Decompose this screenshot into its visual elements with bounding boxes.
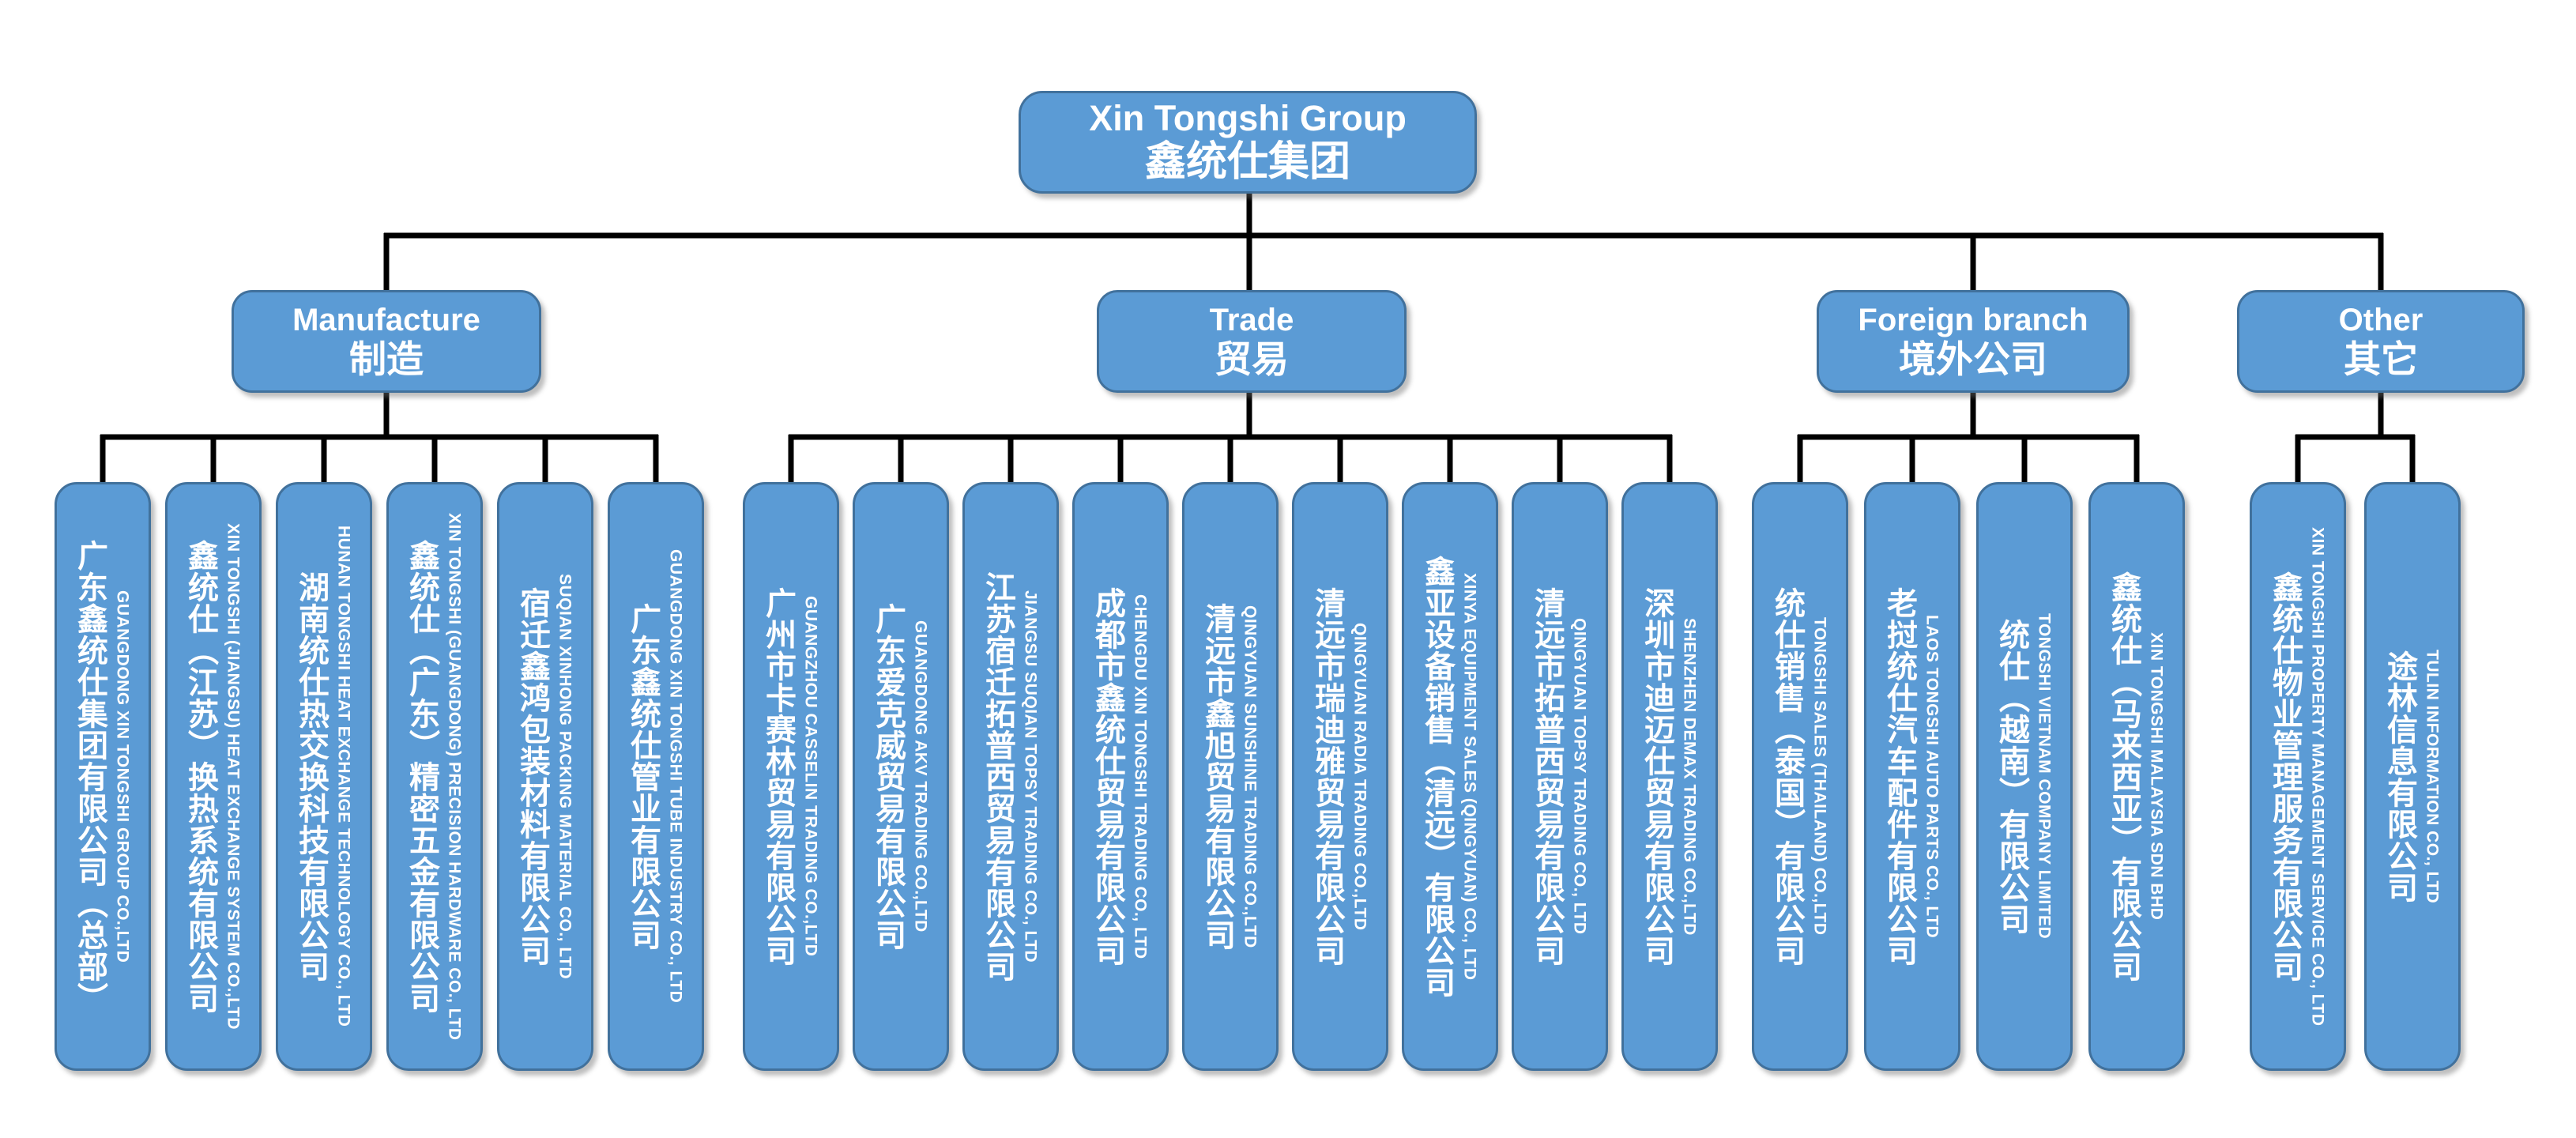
company-name-zh: 鑫亚设备销售（清远）有限公司 bbox=[1420, 555, 1455, 998]
company-node: 鑫统仕（江苏）换热系统有限公司 XIN TONGSHI (JIANGSU) HE… bbox=[165, 482, 262, 1071]
company-name-en: GUANGDONG AKV TRADING CO.,LTD bbox=[911, 620, 930, 933]
company-node: 途林信息有限公司 TULIN INFORMATION CO., LTD bbox=[2364, 482, 2461, 1071]
company-node: 广东鑫统仕管业有限公司 GUANGDONG XIN TONGSHI TUBE I… bbox=[608, 482, 704, 1071]
company-name-en: QINGYUAN SUNSHINE TRADING CO.,LTD bbox=[1241, 605, 1260, 948]
company-name-zh: 江苏宿迁拓普西贸易有限公司 bbox=[981, 571, 1015, 982]
company-name-en: SHENZHEN DEMAX TRADING CO.,LTD bbox=[1680, 617, 1699, 936]
branch-name-zh: 境外公司 bbox=[1899, 338, 2047, 381]
org-node-branch-trade: Trade 贸易 bbox=[1097, 290, 1407, 393]
company-name-zh: 成都市鑫统仕贸易有限公司 bbox=[1090, 586, 1125, 967]
company-name-zh: 统仕（越南）有限公司 bbox=[1994, 618, 2029, 935]
company-node: 广州市卡赛林贸易有限公司 GUANGZHOU CASSELIN TRADING … bbox=[743, 482, 839, 1071]
org-node-root: Xin Tongshi Group 鑫统仕集团 bbox=[1019, 91, 1477, 194]
company-node: 统仕销售（泰国）有限公司 TONGSHI SALES (THAILAND) CO… bbox=[1752, 482, 1848, 1071]
other-children-row: 鑫统仕物业管理服务有限公司 XIN TONGSHI PROPERTY MANAG… bbox=[2250, 482, 2461, 1071]
company-name-en: QINGYUAN RADIA TRADING CO.,LTD bbox=[1350, 622, 1369, 931]
company-node: 鑫统仕物业管理服务有限公司 XIN TONGSHI PROPERTY MANAG… bbox=[2250, 482, 2346, 1071]
company-name-en: XIN TONGSHI PROPERTY MANAGEMENT SERVICE … bbox=[2308, 526, 2327, 1027]
company-name-zh: 宿迁鑫鸿包装材料有限公司 bbox=[515, 586, 550, 967]
org-node-branch-other: Other 其它 bbox=[2237, 290, 2525, 393]
company-name-zh: 清远市鑫旭贸易有限公司 bbox=[1200, 602, 1235, 951]
company-name-zh: 广东鑫统仕管业有限公司 bbox=[626, 602, 661, 951]
company-node: 鑫统仕（马来西亚）有限公司 XIN TONGSHI MALAYSIA SDN B… bbox=[2088, 482, 2185, 1071]
company-name-zh: 鑫统仕（江苏）换热系统有限公司 bbox=[183, 539, 218, 1014]
company-name-zh: 老挝统仕汽车配件有限公司 bbox=[1882, 586, 1917, 967]
branch-name-en: Other bbox=[2338, 302, 2423, 337]
branch-name-zh: 制造 bbox=[349, 338, 424, 381]
manufacture-children-row: 广东鑫统仕集团有限公司（总部） GUANGDONG XIN TONGSHI GR… bbox=[55, 482, 704, 1071]
foreign-children-row: 统仕销售（泰国）有限公司 TONGSHI SALES (THAILAND) CO… bbox=[1752, 482, 2185, 1071]
company-node: 统仕（越南）有限公司 TONGSHI VIETNAM COMPANY LIMIT… bbox=[1976, 482, 2073, 1071]
company-name-en: GUANGDONG XIN TONGSHI GROUP CO.,LTD bbox=[113, 590, 132, 963]
company-node: 湖南统仕热交换科技有限公司 HUNAN TONGSHI HEAT EXCHANG… bbox=[276, 482, 372, 1071]
branch-name-en: Foreign branch bbox=[1858, 302, 2088, 337]
company-node: 鑫亚设备销售（清远）有限公司 XINYA EQUIPMENT SALES (QI… bbox=[1402, 482, 1498, 1071]
branch-name-en: Trade bbox=[1209, 302, 1294, 337]
company-name-zh: 统仕销售（泰国）有限公司 bbox=[1770, 586, 1805, 967]
company-node: 老挝统仕汽车配件有限公司 LAOS TONGSHI AUTO PARTS CO.… bbox=[1864, 482, 1960, 1071]
company-name-en: GUANGDONG XIN TONGSHI TUBE INDUSTRY CO.,… bbox=[666, 549, 685, 1004]
company-name-zh: 广东鑫统仕集团有限公司（总部） bbox=[73, 539, 107, 1014]
company-name-en: GUANGZHOU CASSELIN TRADING CO.,LTD bbox=[801, 596, 820, 957]
company-name-zh: 广东爱克威贸易有限公司 bbox=[871, 602, 906, 951]
company-node: 江苏宿迁拓普西贸易有限公司 JIANGSU SUQIAN TOPSY TRADI… bbox=[962, 482, 1059, 1071]
company-name-en: XIN TONGSHI (GUANGDONG) PRECISION HARDWA… bbox=[445, 512, 464, 1041]
company-name-zh: 深圳市迪迈仕贸易有限公司 bbox=[1640, 586, 1674, 967]
branch-name-zh: 其它 bbox=[2344, 338, 2418, 381]
company-name-zh: 鑫统仕（马来西亚）有限公司 bbox=[2107, 571, 2141, 982]
org-node-branch-foreign: Foreign branch 境外公司 bbox=[1817, 290, 2130, 393]
company-name-en: TULIN INFORMATION CO., LTD bbox=[2423, 649, 2442, 904]
company-node: 成都市鑫统仕贸易有限公司 CHENGDU XIN TONGSHI TRADING… bbox=[1072, 482, 1169, 1071]
company-name-zh: 湖南统仕热交换科技有限公司 bbox=[294, 571, 329, 982]
company-node: 清远市瑞迪雅贸易有限公司 QINGYUAN RADIA TRADING CO.,… bbox=[1292, 482, 1388, 1071]
company-name-en: XINYA EQUIPMENT SALES (QINGYUAN) CO., LT… bbox=[1460, 572, 1479, 981]
company-name-en: CHENGDU XIN TONGSHI TRADING CO., LTD bbox=[1131, 593, 1150, 959]
root-name-zh: 鑫统仕集团 bbox=[1144, 139, 1350, 186]
company-node: 清远市拓普西贸易有限公司 QINGYUAN TOPSY TRADING CO.,… bbox=[1512, 482, 1608, 1071]
company-name-en: SUQIAN XINHONG PACKING MATERIAL CO., LTD bbox=[555, 573, 574, 980]
trade-children-row: 广州市卡赛林贸易有限公司 GUANGZHOU CASSELIN TRADING … bbox=[743, 482, 1718, 1071]
company-name-en: HUNAN TONGSHI HEAT EXCHANGE TECHNOLOGY C… bbox=[334, 526, 353, 1027]
company-name-zh: 清远市瑞迪雅贸易有限公司 bbox=[1310, 586, 1345, 967]
company-name-en: LAOS TONGSHI AUTO PARTS CO., LTD bbox=[1923, 614, 1941, 939]
company-name-en: QINGYUAN TOPSY TRADING CO., LTD bbox=[1570, 618, 1589, 935]
company-name-en: XIN TONGSHI MALAYSIA SDN BHD bbox=[2147, 632, 2166, 921]
branch-name-en: Manufacture bbox=[292, 302, 480, 337]
company-node: 清远市鑫旭贸易有限公司 QINGYUAN SUNSHINE TRADING CO… bbox=[1182, 482, 1279, 1071]
company-name-en: XIN TONGSHI (JIANGSU) HEAT EXCHANGE SYST… bbox=[224, 522, 243, 1031]
company-node: 鑫统仕（广东）精密五金有限公司 XIN TONGSHI (GUANGDONG) … bbox=[386, 482, 483, 1071]
org-node-branch-manufacture: Manufacture 制造 bbox=[232, 290, 541, 393]
company-name-zh: 鑫统仕物业管理服务有限公司 bbox=[2268, 571, 2303, 982]
company-node: 广东鑫统仕集团有限公司（总部） GUANGDONG XIN TONGSHI GR… bbox=[55, 482, 151, 1071]
root-name-en: Xin Tongshi Group bbox=[1089, 98, 1407, 139]
company-name-en: JIANGSU SUQIAN TOPSY TRADING CO., LTD bbox=[1021, 590, 1040, 963]
company-name-en: TONGSHI SALES (THAILAND) CO.,LTD bbox=[1810, 617, 1829, 936]
company-name-zh: 途林信息有限公司 bbox=[2382, 650, 2417, 903]
company-name-zh: 清远市拓普西贸易有限公司 bbox=[1530, 586, 1565, 967]
company-name-en: TONGSHI VIETNAM COMPANY LIMITED bbox=[2035, 613, 2054, 940]
company-node: 宿迁鑫鸿包装材料有限公司 SUQIAN XINHONG PACKING MATE… bbox=[497, 482, 593, 1071]
company-name-zh: 广州市卡赛林贸易有限公司 bbox=[761, 586, 796, 967]
company-node: 深圳市迪迈仕贸易有限公司 SHENZHEN DEMAX TRADING CO.,… bbox=[1621, 482, 1718, 1071]
branch-name-zh: 贸易 bbox=[1215, 338, 1289, 381]
company-name-zh: 鑫统仕（广东）精密五金有限公司 bbox=[405, 539, 439, 1014]
company-node: 广东爱克威贸易有限公司 GUANGDONG AKV TRADING CO.,LT… bbox=[853, 482, 949, 1071]
